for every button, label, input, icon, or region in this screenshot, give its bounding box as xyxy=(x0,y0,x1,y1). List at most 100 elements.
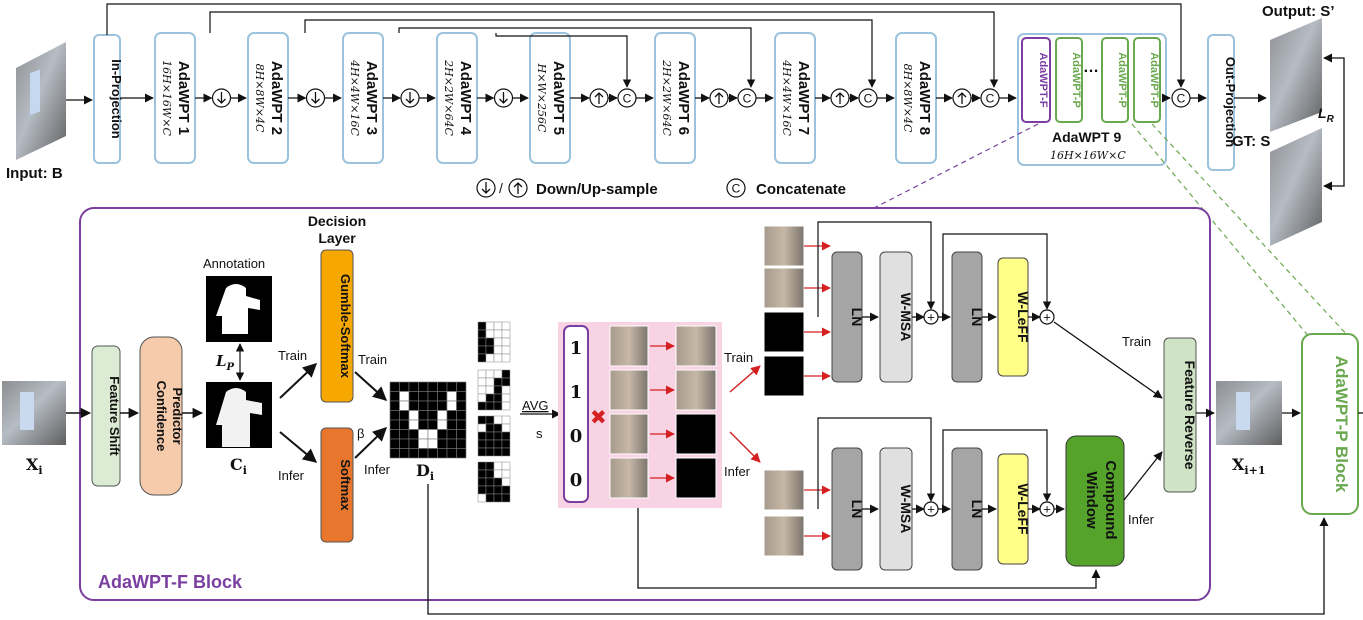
mini-grid-cell xyxy=(501,447,511,457)
xi1-image xyxy=(1216,381,1282,445)
concat-icon-text: C xyxy=(732,182,741,196)
adawpt-p-sub-label-1: AdaWPT-P xyxy=(1070,52,1082,108)
di-cell xyxy=(427,391,438,402)
mini-grid-cell xyxy=(485,423,495,433)
di-cell xyxy=(418,391,429,402)
mini-grid-cell xyxy=(501,431,511,441)
adawpt-block-6-dim: 2H×2W×64C xyxy=(660,59,673,136)
plus-1-train: + xyxy=(927,310,935,325)
ci-label: Ci xyxy=(230,455,247,477)
concat-symbol-final-text: C xyxy=(1177,92,1186,106)
input-label: Input: B xyxy=(6,165,63,182)
mini-grid-cell xyxy=(477,415,487,425)
mini-grid-cell xyxy=(485,461,495,471)
window-compound-label-2: Compound xyxy=(1102,460,1119,539)
adawpt-block-1-dim: 16H×16W×C xyxy=(160,60,173,136)
di-label: Di xyxy=(416,461,434,483)
di-cell xyxy=(456,381,467,392)
di-cell xyxy=(399,391,410,402)
mini-grid-cell xyxy=(493,369,503,379)
adawpt-block-2-dim: 8H×8W×4C xyxy=(253,64,266,133)
gumble-softmax-label: Gumble-Softmax xyxy=(338,274,353,379)
adawpt-p-sub-label-3: AdaWPT-P xyxy=(1148,52,1160,108)
loss-r-label: LR xyxy=(1318,105,1335,125)
mini-grid-cell xyxy=(501,469,511,479)
input-image xyxy=(16,42,66,160)
decision-layer-label-1: Decision xyxy=(308,213,366,229)
di-cell xyxy=(408,400,419,411)
branch-patch xyxy=(763,469,805,511)
di-cell xyxy=(446,438,457,449)
concat-icon-text: C xyxy=(864,92,873,106)
adawpt-block-2-label: AdaWPT 2 xyxy=(268,61,285,135)
di-cell xyxy=(408,419,419,430)
di-cell xyxy=(427,419,438,430)
mini-grid-cell xyxy=(501,345,511,355)
di-cell xyxy=(399,429,410,440)
mini-grid-cell xyxy=(477,385,487,395)
down-arrow-glyph xyxy=(405,92,415,104)
mini-grid-cell xyxy=(493,415,503,425)
mini-grid-cell xyxy=(477,485,487,495)
softmax-box xyxy=(320,427,354,543)
mini-grid-cell xyxy=(493,401,503,411)
mini-grid-cell xyxy=(501,461,511,471)
legend-separator: / xyxy=(499,180,503,196)
plus-2-train: + xyxy=(1043,310,1051,325)
legend-concat-label: Concatenate xyxy=(756,181,846,198)
mask-bit-1: 1 xyxy=(570,338,583,359)
feature-shift-label: Feature Shift xyxy=(107,376,122,456)
mini-grid-cell xyxy=(485,415,495,425)
gt-image xyxy=(1270,128,1322,246)
mini-grid-cell xyxy=(485,321,495,331)
di-cell xyxy=(446,391,457,402)
mini-grid-cell xyxy=(501,401,511,411)
skip-connection-5 xyxy=(495,33,632,88)
adawpt-block-3-dim: 4H×4W×16C xyxy=(348,59,361,136)
di-cell xyxy=(456,429,467,440)
adawpt-block-5-dim: H×W×256C xyxy=(535,63,548,133)
adawpt-block-8-label: AdaWPT 8 xyxy=(916,61,933,135)
xi-label: Xi xyxy=(26,455,43,477)
mini-grid-cell xyxy=(477,493,487,503)
mini-grid-cell xyxy=(493,485,503,495)
mini-grid-cell xyxy=(477,393,487,403)
mini-grid-cell xyxy=(493,493,503,503)
softmax-label: Softmax xyxy=(338,459,353,511)
di-cell xyxy=(399,400,410,411)
add-node-2-train xyxy=(1039,309,1055,325)
di-cell xyxy=(437,391,448,402)
concat-icon xyxy=(726,178,746,198)
skip-connection-4 xyxy=(398,27,756,88)
wmsa-label-infer: W-MSA xyxy=(898,485,914,534)
concat-icon-text: C xyxy=(743,92,752,106)
di-cell xyxy=(399,438,410,449)
di-cell xyxy=(427,381,438,392)
mini-grid-cell xyxy=(485,337,495,347)
residual-path-2-infer xyxy=(942,429,1052,509)
residual-path-1-train xyxy=(817,221,936,317)
down-arrow-glyph xyxy=(217,92,226,104)
xi-image xyxy=(2,381,66,445)
mini-grid-cell xyxy=(501,485,511,495)
up-arrow-glyph xyxy=(714,92,724,104)
adawpt9-dim: 16H×16W×C xyxy=(1050,149,1126,162)
mini-grid-cell xyxy=(493,469,503,479)
window-patch-input xyxy=(609,325,649,367)
di-cell xyxy=(427,448,438,459)
adawpt-block-5-label: AdaWPT 5 xyxy=(550,61,567,135)
di-cell xyxy=(437,410,448,421)
mini-grid-cell xyxy=(485,431,495,441)
adawpt-block-8-dim: 8H×8W×4C xyxy=(901,64,914,133)
train-label-1: Train xyxy=(278,348,307,363)
di-cell xyxy=(418,438,429,449)
mini-grid-cell xyxy=(493,477,503,487)
residual-path-2-train xyxy=(942,233,1052,317)
di-cell xyxy=(437,429,448,440)
branch-patch xyxy=(763,225,805,267)
adawpt-block-7-dim: 4H×4W×16C xyxy=(780,59,793,136)
adawpt-f-block-label: AdaWPT-F Block xyxy=(98,572,243,592)
di-cell xyxy=(437,400,448,411)
decision-layer-label-2: Layer xyxy=(318,230,356,246)
